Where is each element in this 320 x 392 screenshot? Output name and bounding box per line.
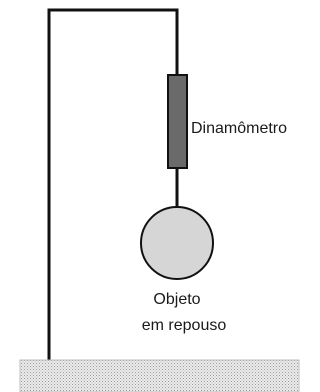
object-sphere: [140, 206, 214, 280]
dynamometer-label: Dinamômetro: [191, 120, 287, 137]
dynamometer: [167, 74, 188, 169]
object-label-line2: em repouso: [142, 317, 227, 334]
object-label-line1: Objeto: [153, 291, 200, 308]
support-frame: [47, 8, 179, 362]
base-floor: [19, 359, 300, 392]
